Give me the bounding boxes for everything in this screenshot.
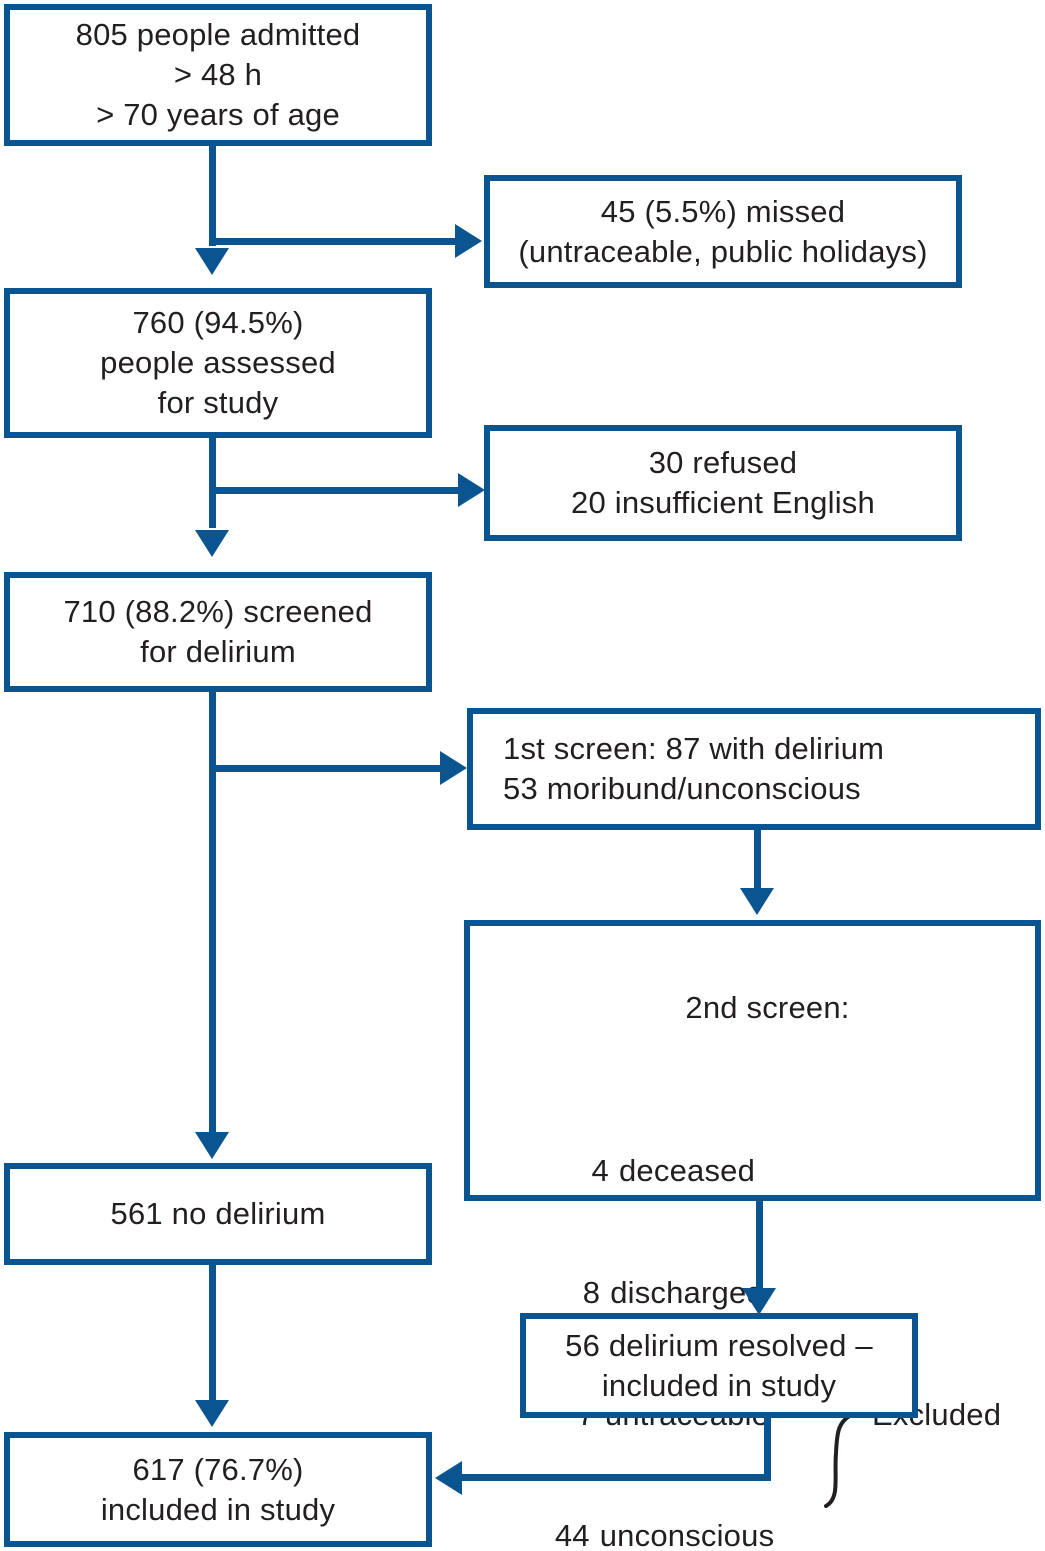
connector-admitted-to-missed <box>209 238 467 245</box>
node-refused: 30 refused 20 insufficient English <box>484 425 962 541</box>
connector-resolved-vertical <box>764 1418 771 1481</box>
list-item: 44 unconscious <box>518 1516 798 1551</box>
connector-no-delirium-vertical <box>209 1265 216 1403</box>
connector-assessed-vertical <box>209 438 216 528</box>
arrowhead-to-no-delirium <box>195 1132 229 1159</box>
connector-resolved-to-included <box>462 1474 771 1481</box>
connector-admitted-vertical <box>209 146 216 246</box>
arrowhead-to-second-screen <box>740 888 774 915</box>
list-item-count: 4 <box>591 1152 609 1188</box>
arrowhead-to-refused <box>458 473 485 507</box>
node-no-delirium: 561 no delirium <box>4 1163 432 1265</box>
node-resolved: 56 delirium resolved – included in study <box>520 1313 918 1418</box>
arrowhead-to-missed <box>455 224 482 258</box>
arrowhead-to-included <box>195 1400 229 1427</box>
node-first-screen: 1st screen: 87 with delirium 53 moribund… <box>467 708 1041 830</box>
node-included-text: 617 (76.7%) included in study <box>100 1451 336 1527</box>
node-admitted: 805 people admitted > 48 h > 70 years of… <box>4 4 432 146</box>
node-missed: 45 (5.5%) missed (untraceable, public ho… <box>484 175 962 288</box>
connector-assessed-to-refused <box>209 487 470 494</box>
node-first-screen-text: 1st screen: 87 with delirium 53 moribund… <box>503 731 885 806</box>
node-screened-text: 710 (88.2%) screened for delirium <box>63 594 373 669</box>
connector-first-to-second-screen <box>754 830 761 890</box>
node-no-delirium-text: 561 no delirium <box>110 1196 326 1232</box>
arrowhead-to-first-screen <box>440 751 467 785</box>
list-item-count: 8 <box>582 1274 601 1310</box>
node-refused-text: 30 refused 20 insufficient English <box>571 445 875 520</box>
second-screen-heading: 2nd screen: <box>685 989 850 1025</box>
connector-screened-to-first-screen <box>209 765 447 772</box>
node-assessed: 760 (94.5%) people assessed for study <box>4 288 432 438</box>
arrowhead-into-included <box>435 1461 462 1495</box>
node-resolved-text: 56 delirium resolved – included in study <box>565 1327 873 1403</box>
list-item-label: deceased <box>618 1152 756 1188</box>
connector-screened-vertical <box>209 692 216 1132</box>
node-missed-text: 45 (5.5%) missed (untraceable, public ho… <box>518 193 928 269</box>
node-included: 617 (76.7%) included in study <box>4 1432 432 1547</box>
connector-second-screen-to-resolved <box>756 1201 763 1291</box>
arrowhead-to-resolved <box>742 1288 776 1315</box>
list-item-label: discharged <box>610 1274 764 1310</box>
list-item-count: 44 <box>554 1518 590 1551</box>
node-admitted-text: 805 people admitted > 48 h > 70 years of… <box>75 17 361 132</box>
list-item-label: unconscious <box>599 1518 775 1551</box>
node-screened: 710 (88.2%) screened for delirium <box>4 572 432 692</box>
node-assessed-text: 760 (94.5%) people assessed for study <box>100 305 336 420</box>
arrowhead-to-screened <box>195 530 229 557</box>
arrowhead-to-assessed <box>195 248 229 275</box>
